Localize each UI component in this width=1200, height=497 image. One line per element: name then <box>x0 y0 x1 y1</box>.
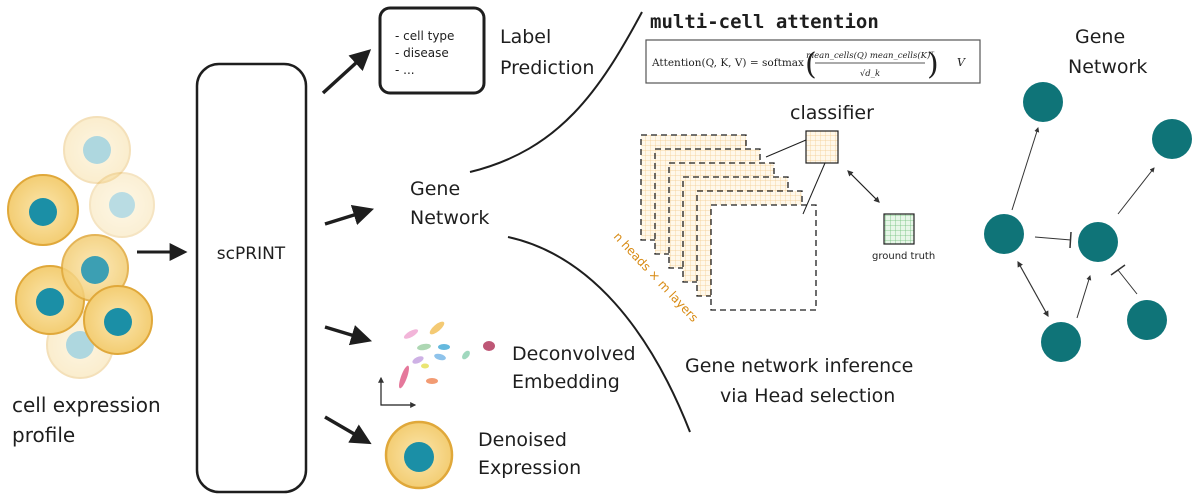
network-edge-activation <box>1117 167 1155 215</box>
embedding-cluster <box>462 350 470 360</box>
embedding-cluster <box>426 378 438 384</box>
formula-denominator: √d_k <box>860 69 880 79</box>
embedding-cluster <box>399 365 409 389</box>
embedding-label-line2: Embedding <box>512 371 620 393</box>
model-name: scPRINT <box>217 244 286 264</box>
label-box-item: - disease <box>395 46 449 60</box>
arrow-to-denoised <box>324 415 372 445</box>
label-box-item: - ... <box>395 63 415 77</box>
network-title-line1: Gene <box>1075 26 1125 48</box>
network-edge-bidirectional <box>1017 260 1049 318</box>
network-node <box>1078 222 1118 262</box>
attention-head-stack <box>640 134 817 311</box>
embedding-axes <box>378 376 417 408</box>
gene-network-label-line2: Network <box>410 207 489 229</box>
label-prediction-title-line1: Label <box>500 26 551 48</box>
gene-network-label-line1: Gene <box>410 178 460 200</box>
formula-box <box>645 39 981 84</box>
network-node <box>1041 322 1081 362</box>
cell <box>83 285 153 355</box>
zoom-line-bottom <box>507 236 691 433</box>
cell-faded <box>89 172 155 238</box>
cell-cluster <box>7 116 155 379</box>
inference-label-line1: Gene network inference <box>685 355 913 377</box>
input-label-line1: cell expression <box>12 393 161 417</box>
arrow-to-embedding <box>324 325 373 346</box>
embedding-label-line1: Deconvolved <box>512 343 636 365</box>
embedding-cluster <box>438 344 450 350</box>
denoised-label-line1: Denoised <box>478 429 567 451</box>
formula-lhs: Attention(Q, K, V) = softmax <box>651 57 804 69</box>
arrow-to-gene-network <box>324 204 375 226</box>
formula-tail: V <box>957 56 966 69</box>
network-node <box>984 214 1024 254</box>
network-edge-inhibition-bar <box>1069 231 1072 249</box>
embedding-cluster <box>417 343 431 351</box>
classifier-connector <box>802 162 826 215</box>
classifier-connector <box>765 139 807 158</box>
network-title-line2: Network <box>1068 56 1147 78</box>
network-node <box>1023 82 1063 122</box>
embedding-cluster <box>483 341 495 351</box>
embedding-cluster <box>403 329 419 339</box>
network-edge-activation <box>1011 127 1040 211</box>
formula-paren-left: ( <box>805 47 817 82</box>
arrow-to-label-prediction <box>321 49 372 95</box>
classifier-label: classifier <box>790 102 874 124</box>
formula-numerator: mean_cells(Q) mean_cells(K)ᵀ <box>806 50 934 61</box>
classifier-compare-arrow <box>847 170 880 203</box>
denoised-label-line2: Expression <box>478 457 581 479</box>
network-edge-inhibition-bar <box>1110 264 1126 276</box>
label-box-item: - cell type <box>395 29 454 43</box>
ground-truth-matrix <box>883 213 915 245</box>
network-node <box>1152 119 1192 159</box>
label-box <box>378 6 486 95</box>
classifier-matrix <box>805 130 839 164</box>
embedding-cluster <box>412 356 424 364</box>
embedding-cluster <box>421 363 429 369</box>
inference-label-line2: via Head selection <box>720 385 895 407</box>
network-edge-inhibition <box>1034 236 1072 241</box>
cell-faded <box>63 116 131 184</box>
denoised-cell <box>384 420 454 490</box>
zoom-line-top <box>469 11 643 173</box>
embedding-plot <box>378 321 495 408</box>
network-edge-activation <box>1076 275 1092 319</box>
attention-title: multi-cell attention <box>650 11 879 33</box>
network-edge-inhibition <box>1117 269 1138 295</box>
cell <box>7 174 79 246</box>
label-prediction-title-line2: Prediction <box>500 57 594 79</box>
model-box <box>195 62 308 494</box>
ground-truth-label: ground truth <box>872 251 935 262</box>
embedding-cluster <box>434 353 446 361</box>
network-node <box>1127 300 1167 340</box>
network-edges <box>1011 127 1155 319</box>
attention-head-matrix <box>710 204 817 311</box>
embedding-cluster <box>429 321 445 335</box>
formula-paren-right: ) <box>927 47 939 82</box>
input-label-line2: profile <box>12 423 75 447</box>
